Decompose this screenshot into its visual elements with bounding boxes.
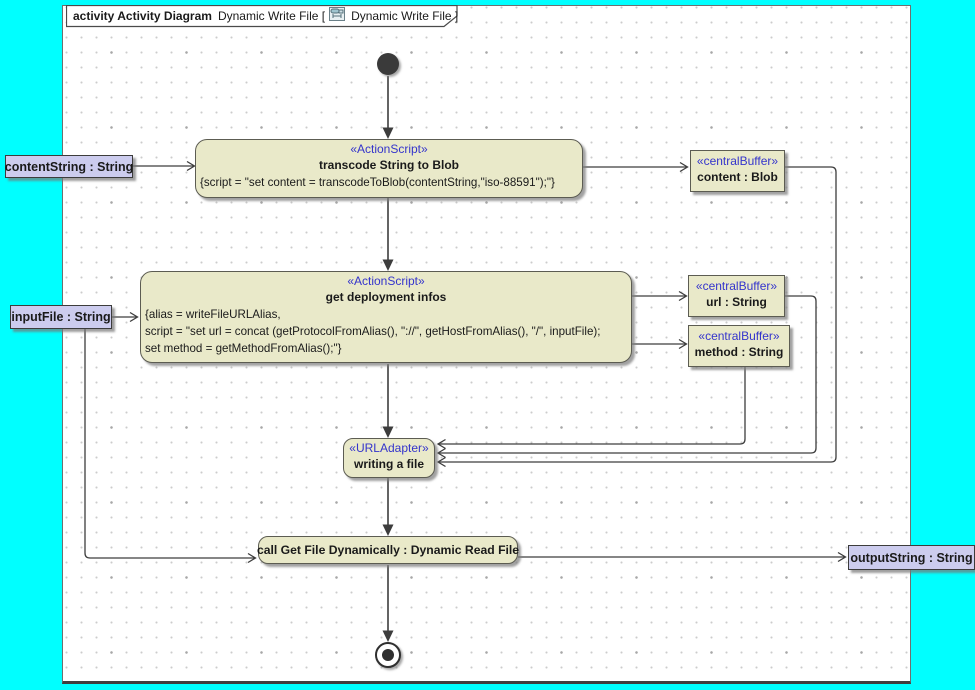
call-behavior-action[interactable]: call Get File Dynamically : Dynamic Read… bbox=[256, 536, 520, 564]
frame-kind-label: activity Activity Diagram bbox=[73, 8, 212, 23]
action-script-line: {alias = writeFileURLAlias, bbox=[145, 308, 281, 321]
action-script-body: {script = "set content = transcodeToBlob… bbox=[200, 176, 555, 189]
central-buffer-method[interactable]: «centralBuffer» method : String bbox=[688, 325, 790, 367]
parameter-label: contentString : String bbox=[4, 159, 134, 174]
central-buffer-url[interactable]: «centralBuffer» url : String bbox=[688, 275, 785, 317]
action-name: transcode String to Blob bbox=[318, 158, 459, 172]
activity-final-node[interactable] bbox=[375, 642, 401, 668]
parameter-output-string[interactable]: outputString : String bbox=[848, 545, 975, 570]
frame-diagram-name: Dynamic Write File [ bbox=[217, 8, 326, 23]
stereotype-label: «centralBuffer» bbox=[698, 329, 780, 343]
parameter-content-string[interactable]: contentString : String bbox=[5, 155, 133, 178]
parameter-label: outputString : String bbox=[850, 550, 973, 565]
initial-node[interactable] bbox=[377, 53, 399, 75]
call-action-name: call Get File Dynamically : Dynamic Read… bbox=[256, 543, 520, 557]
parameter-input-file[interactable]: inputFile : String bbox=[10, 305, 112, 329]
frame-tab-shape bbox=[65, 4, 458, 28]
stereotype-label: «centralBuffer» bbox=[696, 154, 779, 168]
action-name: get deployment infos bbox=[325, 290, 447, 304]
stereotype-label: «ActionScript» bbox=[347, 274, 425, 288]
action-writing-a-file[interactable]: «URLAdapter» writing a file bbox=[343, 438, 435, 478]
frame-title-tab[interactable]: activity Activity Diagram Dynamic Write … bbox=[65, 4, 459, 28]
buffer-name: url : String bbox=[706, 295, 767, 309]
action-get-deployment-infos[interactable]: «ActionScript» get deployment infos {ali… bbox=[140, 271, 632, 363]
central-buffer-content[interactable]: «centralBuffer» content : Blob bbox=[690, 150, 785, 192]
buffer-name: content : Blob bbox=[697, 170, 778, 184]
activity-diagram-icon bbox=[329, 7, 346, 24]
stereotype-label: «ActionScript» bbox=[350, 142, 428, 156]
action-script-line: set method = getMethodFromAlias();"} bbox=[145, 342, 342, 355]
stereotype-label: «URLAdapter» bbox=[349, 441, 429, 455]
action-name: writing a file bbox=[353, 457, 424, 471]
action-transcode-string-to-blob[interactable]: «ActionScript» transcode String to Blob … bbox=[195, 139, 583, 198]
action-script-line: script = "set url = concat (getProtocolF… bbox=[145, 325, 601, 338]
frame-diagram-ref: Dynamic Write File ] bbox=[351, 8, 459, 23]
parameter-label: inputFile : String bbox=[11, 310, 111, 324]
stereotype-label: «centralBuffer» bbox=[695, 279, 778, 293]
final-node-dot bbox=[382, 649, 394, 661]
buffer-name: method : String bbox=[694, 345, 784, 359]
